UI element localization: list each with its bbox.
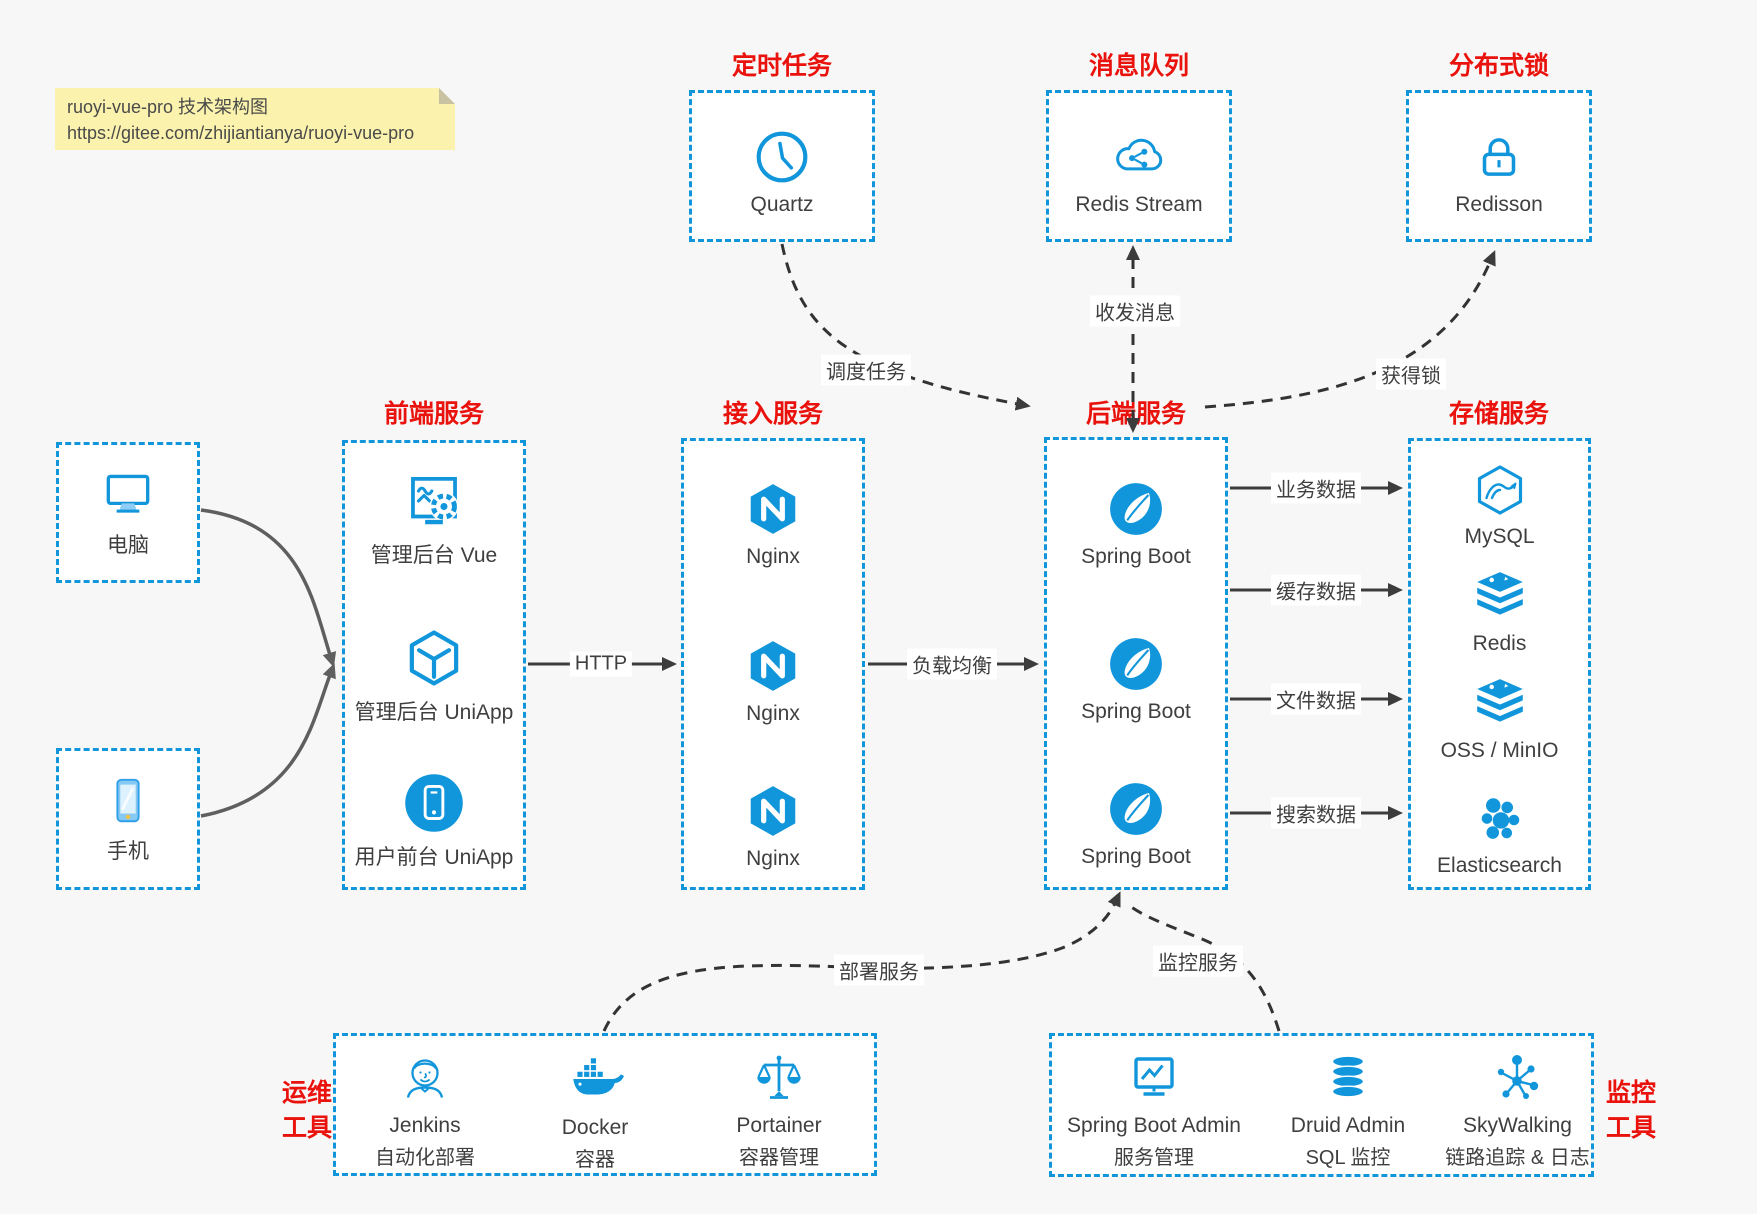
druid-admin-item: Druid Admin SQL 监控 bbox=[1258, 1050, 1438, 1170]
edge-label-file-data: 文件数据 bbox=[1271, 683, 1361, 715]
spring-boot-admin-icon bbox=[1134, 1057, 1174, 1096]
tool-desc: 服务管理 bbox=[1114, 1147, 1194, 1169]
sticky-note: ruoyi-vue-pro 技术架构图 https://gitee.com/zh… bbox=[55, 88, 455, 150]
desktop-icon bbox=[106, 474, 150, 513]
redisson-box: Redisson bbox=[1406, 90, 1592, 242]
tool-desc: 自动化部署 bbox=[375, 1147, 475, 1169]
edge-pc-to-frontend bbox=[200, 508, 337, 668]
tool-desc: 链路追踪 & 日志 bbox=[1445, 1147, 1590, 1169]
title-message-queue: 消息队列 bbox=[1088, 52, 1189, 80]
edge-label-deploy-service: 部署服务 bbox=[834, 954, 924, 986]
tool-name: Docker bbox=[561, 1116, 629, 1139]
gateway-item-label: Nginx bbox=[746, 545, 800, 568]
title-ops-tools: 运维 工具 bbox=[281, 1079, 332, 1142]
edge-label-cache-data: 缓存数据 bbox=[1271, 574, 1361, 606]
skywalking-item: SkyWalking 链路追踪 & 日志 bbox=[1440, 1050, 1595, 1170]
note-title: ruoyi-vue-pro 技术架构图 bbox=[67, 97, 269, 117]
frontend-item-label: 管理后台 UniApp bbox=[354, 701, 514, 724]
mobile-client-box: 手机 bbox=[56, 748, 200, 890]
title-storage: 存储服务 bbox=[1448, 400, 1549, 428]
tool-name: Druid Admin bbox=[1290, 1114, 1406, 1137]
portainer-icon bbox=[757, 1055, 801, 1099]
tool-name: SkyWalking bbox=[1463, 1114, 1572, 1137]
tool-desc: 容器管理 bbox=[739, 1147, 819, 1169]
tool-desc: 容器 bbox=[575, 1149, 615, 1171]
skywalking-icon bbox=[1497, 1055, 1538, 1099]
edge-label-business-data: 业务数据 bbox=[1271, 472, 1361, 504]
backend-services-box: Spring Boot Spring Boot Spring Boot bbox=[1044, 437, 1228, 890]
backend-item-label: Spring Boot bbox=[1081, 845, 1191, 868]
spring-icon bbox=[1110, 483, 1162, 535]
jenkins-icon bbox=[406, 1059, 444, 1098]
lock-icon bbox=[1482, 138, 1516, 176]
redis-icon bbox=[1476, 572, 1523, 615]
druid-icon bbox=[1331, 1055, 1365, 1098]
gateway-item-label: Nginx bbox=[746, 702, 800, 725]
backend-item-label: Spring Boot bbox=[1081, 700, 1191, 723]
frontend-services-box: 管理后台 Vue 管理后台 UniApp 用户前台 UniApp bbox=[342, 440, 526, 890]
title-frontend: 前端服务 bbox=[383, 400, 484, 428]
edge-label-http: HTTP bbox=[569, 651, 633, 677]
edge-label-send-receive-msg: 收发消息 bbox=[1090, 295, 1180, 327]
quartz-box: Quartz bbox=[689, 90, 875, 242]
title-backend: 后端服务 bbox=[1085, 400, 1186, 428]
storage-item-label: OSS / MinIO bbox=[1440, 739, 1559, 762]
note-fold-corner bbox=[439, 88, 455, 104]
edge-label-search-data: 搜索数据 bbox=[1271, 797, 1361, 829]
title-distributed-lock: 分布式锁 bbox=[1448, 52, 1549, 80]
title-scheduled-task: 定时任务 bbox=[731, 52, 832, 80]
tool-desc: SQL 监控 bbox=[1305, 1147, 1391, 1169]
edge-label-schedule-task: 调度任务 bbox=[821, 354, 911, 386]
spring-icon bbox=[1110, 638, 1162, 690]
jenkins-item: Jenkins 自动化部署 bbox=[342, 1050, 508, 1170]
nginx-icon bbox=[750, 484, 796, 534]
edge-label-load-balance: 负载均衡 bbox=[907, 648, 997, 680]
pc-label: 电脑 bbox=[107, 534, 149, 557]
ops-tools-box: Jenkins 自动化部署 Docker 容器 bbox=[333, 1033, 877, 1176]
backend-item-label: Spring Boot bbox=[1081, 545, 1191, 568]
spring-icon bbox=[1110, 783, 1162, 835]
edge-label-monitor-service: 监控服务 bbox=[1153, 945, 1243, 977]
user-app-icon bbox=[405, 774, 463, 832]
docker-icon bbox=[573, 1058, 624, 1095]
edge-label-acquire-lock: 获得锁 bbox=[1376, 358, 1446, 390]
uniapp-hexagon-icon bbox=[409, 630, 459, 686]
title-gateway: 接入服务 bbox=[722, 400, 823, 428]
mysql-icon bbox=[1477, 465, 1522, 515]
gateway-services-box: Nginx Nginx Nginx bbox=[681, 438, 865, 890]
tool-name: Spring Boot Admin bbox=[1067, 1114, 1241, 1137]
spring-boot-admin-item: Spring Boot Admin 服务管理 bbox=[1054, 1050, 1254, 1170]
elasticsearch-icon bbox=[1481, 798, 1519, 839]
edge-mobile-to-frontend bbox=[200, 662, 336, 818]
edge-acquire-lock bbox=[1204, 250, 1496, 409]
clock-icon bbox=[756, 131, 808, 183]
nginx-icon bbox=[750, 786, 796, 836]
oss-minio-icon bbox=[1476, 679, 1523, 722]
redis-stream-label: Redis Stream bbox=[1075, 193, 1203, 216]
pc-client-box: 电脑 bbox=[56, 442, 200, 583]
note-url: https://gitee.com/zhijiantianya/ruoyi-vu… bbox=[67, 123, 415, 143]
title-monitor-tools: 监控 工具 bbox=[1606, 1079, 1657, 1142]
docker-item: Docker 容器 bbox=[512, 1050, 678, 1172]
storage-item-label: Redis bbox=[1472, 632, 1527, 655]
storage-services-box: MySQL Redis bbox=[1408, 438, 1591, 890]
mobile-phone-icon bbox=[116, 778, 140, 823]
frontend-item-label: 用户前台 UniApp bbox=[354, 846, 514, 869]
frontend-item-label: 管理后台 Vue bbox=[370, 544, 498, 567]
redis-stream-box: Redis Stream bbox=[1046, 90, 1232, 242]
cloud-stream-icon bbox=[1116, 138, 1163, 171]
mobile-label: 手机 bbox=[107, 840, 149, 863]
storage-item-label: Elasticsearch bbox=[1437, 854, 1562, 877]
tool-name: Portainer bbox=[736, 1114, 822, 1137]
monitor-tools-box: Spring Boot Admin 服务管理 Druid Admin SQL 监… bbox=[1049, 1033, 1594, 1177]
nginx-icon bbox=[750, 641, 796, 691]
gateway-item-label: Nginx bbox=[746, 847, 800, 870]
storage-item-label: MySQL bbox=[1464, 525, 1535, 548]
tool-name: Jenkins bbox=[389, 1114, 461, 1137]
admin-vue-icon bbox=[411, 476, 459, 525]
redisson-label: Redisson bbox=[1455, 193, 1543, 216]
portainer-item: Portainer 容器管理 bbox=[686, 1050, 872, 1170]
quartz-label: Quartz bbox=[750, 193, 814, 216]
